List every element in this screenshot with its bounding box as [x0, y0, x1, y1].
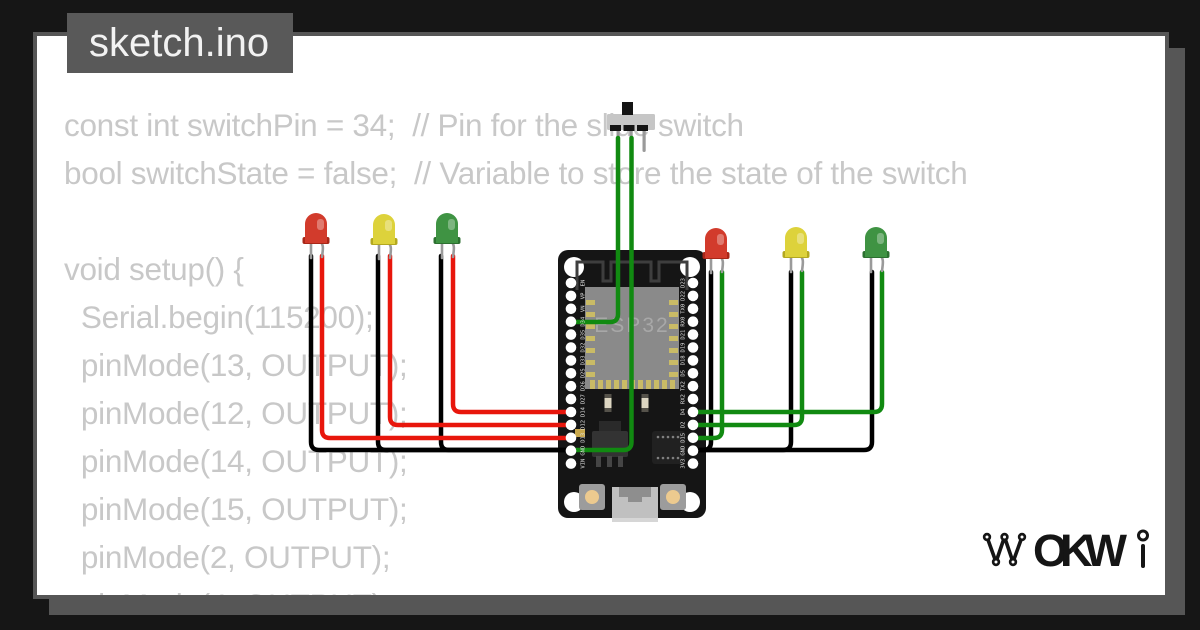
- code-line: bool switchState = false; // Variable to…: [64, 155, 968, 191]
- code-line: void setup() {: [64, 251, 244, 287]
- code-line: pinMode(13, OUTPUT);: [64, 347, 408, 383]
- code-line: const int switchPin = 34; // Pin for the…: [64, 107, 744, 143]
- sketch-filename: sketch.ino: [89, 20, 270, 65]
- code-line: Serial.begin(115200);: [64, 299, 374, 335]
- diagram-canvas: const int switchPin = 34; // Pin for the…: [33, 32, 1169, 599]
- code-line: pinMode(4, OUTPUT);: [64, 581, 967, 595]
- code-line: pinMode(14, OUTPUT);: [64, 443, 408, 479]
- sketch-filename-chip: sketch.ino: [67, 13, 294, 73]
- code-preview: const int switchPin = 34; // Pin for the…: [64, 101, 968, 595]
- code-line: pinMode(15, OUTPUT);: [64, 491, 408, 527]
- code-line: [64, 197, 967, 245]
- code-line: pinMode(2, OUTPUT);: [64, 539, 391, 575]
- code-line: pinMode(12, OUTPUT);: [64, 395, 408, 431]
